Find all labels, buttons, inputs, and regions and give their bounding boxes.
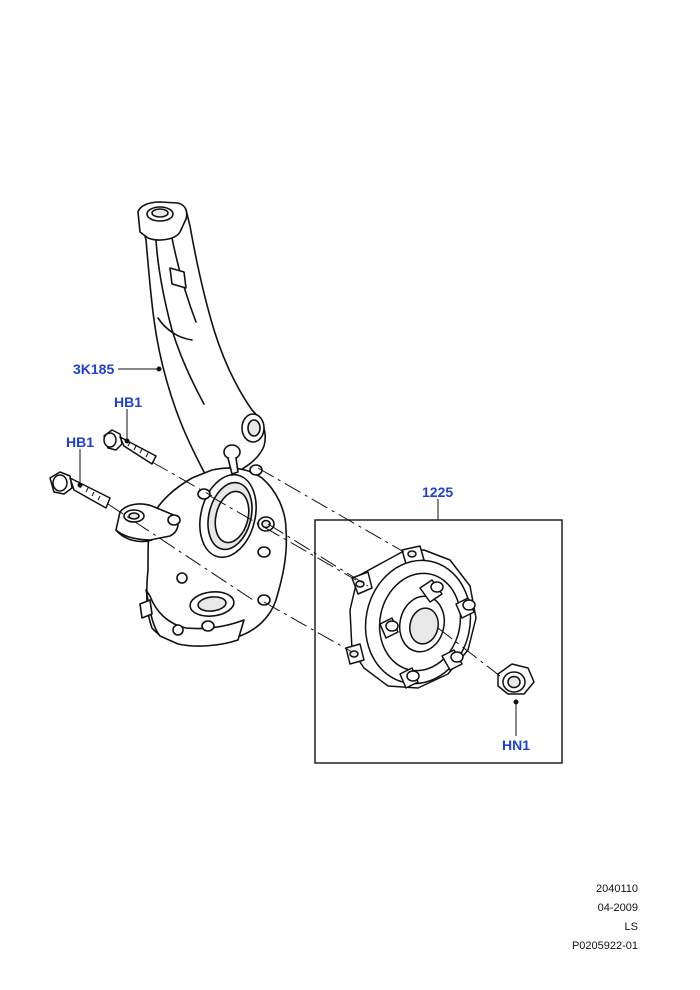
drawing-date: 04-2009 <box>597 902 638 914</box>
drawing-reference: P0205922-01 <box>571 940 638 952</box>
callout-1225: 1225 <box>422 484 453 500</box>
leader-lines <box>77 366 519 736</box>
callout-hn1: HN1 <box>502 737 530 753</box>
callout-hb1-lower: HB1 <box>66 434 94 450</box>
drawing-variant: LS <box>624 921 638 933</box>
hub-nut <box>498 664 534 694</box>
wheel-hub-bearing <box>346 546 482 693</box>
callout-hb1-upper: HB1 <box>114 394 142 410</box>
assembly-center-lines <box>107 461 501 677</box>
drawing-number: 2040110 <box>595 883 638 895</box>
steering-knuckle <box>116 202 286 646</box>
callout-3k185: 3K185 <box>73 361 114 377</box>
hub-bolt-upper <box>104 430 156 464</box>
drawing-reference-block: 2040110 04-2009 LS P0205922-01 <box>572 880 638 956</box>
